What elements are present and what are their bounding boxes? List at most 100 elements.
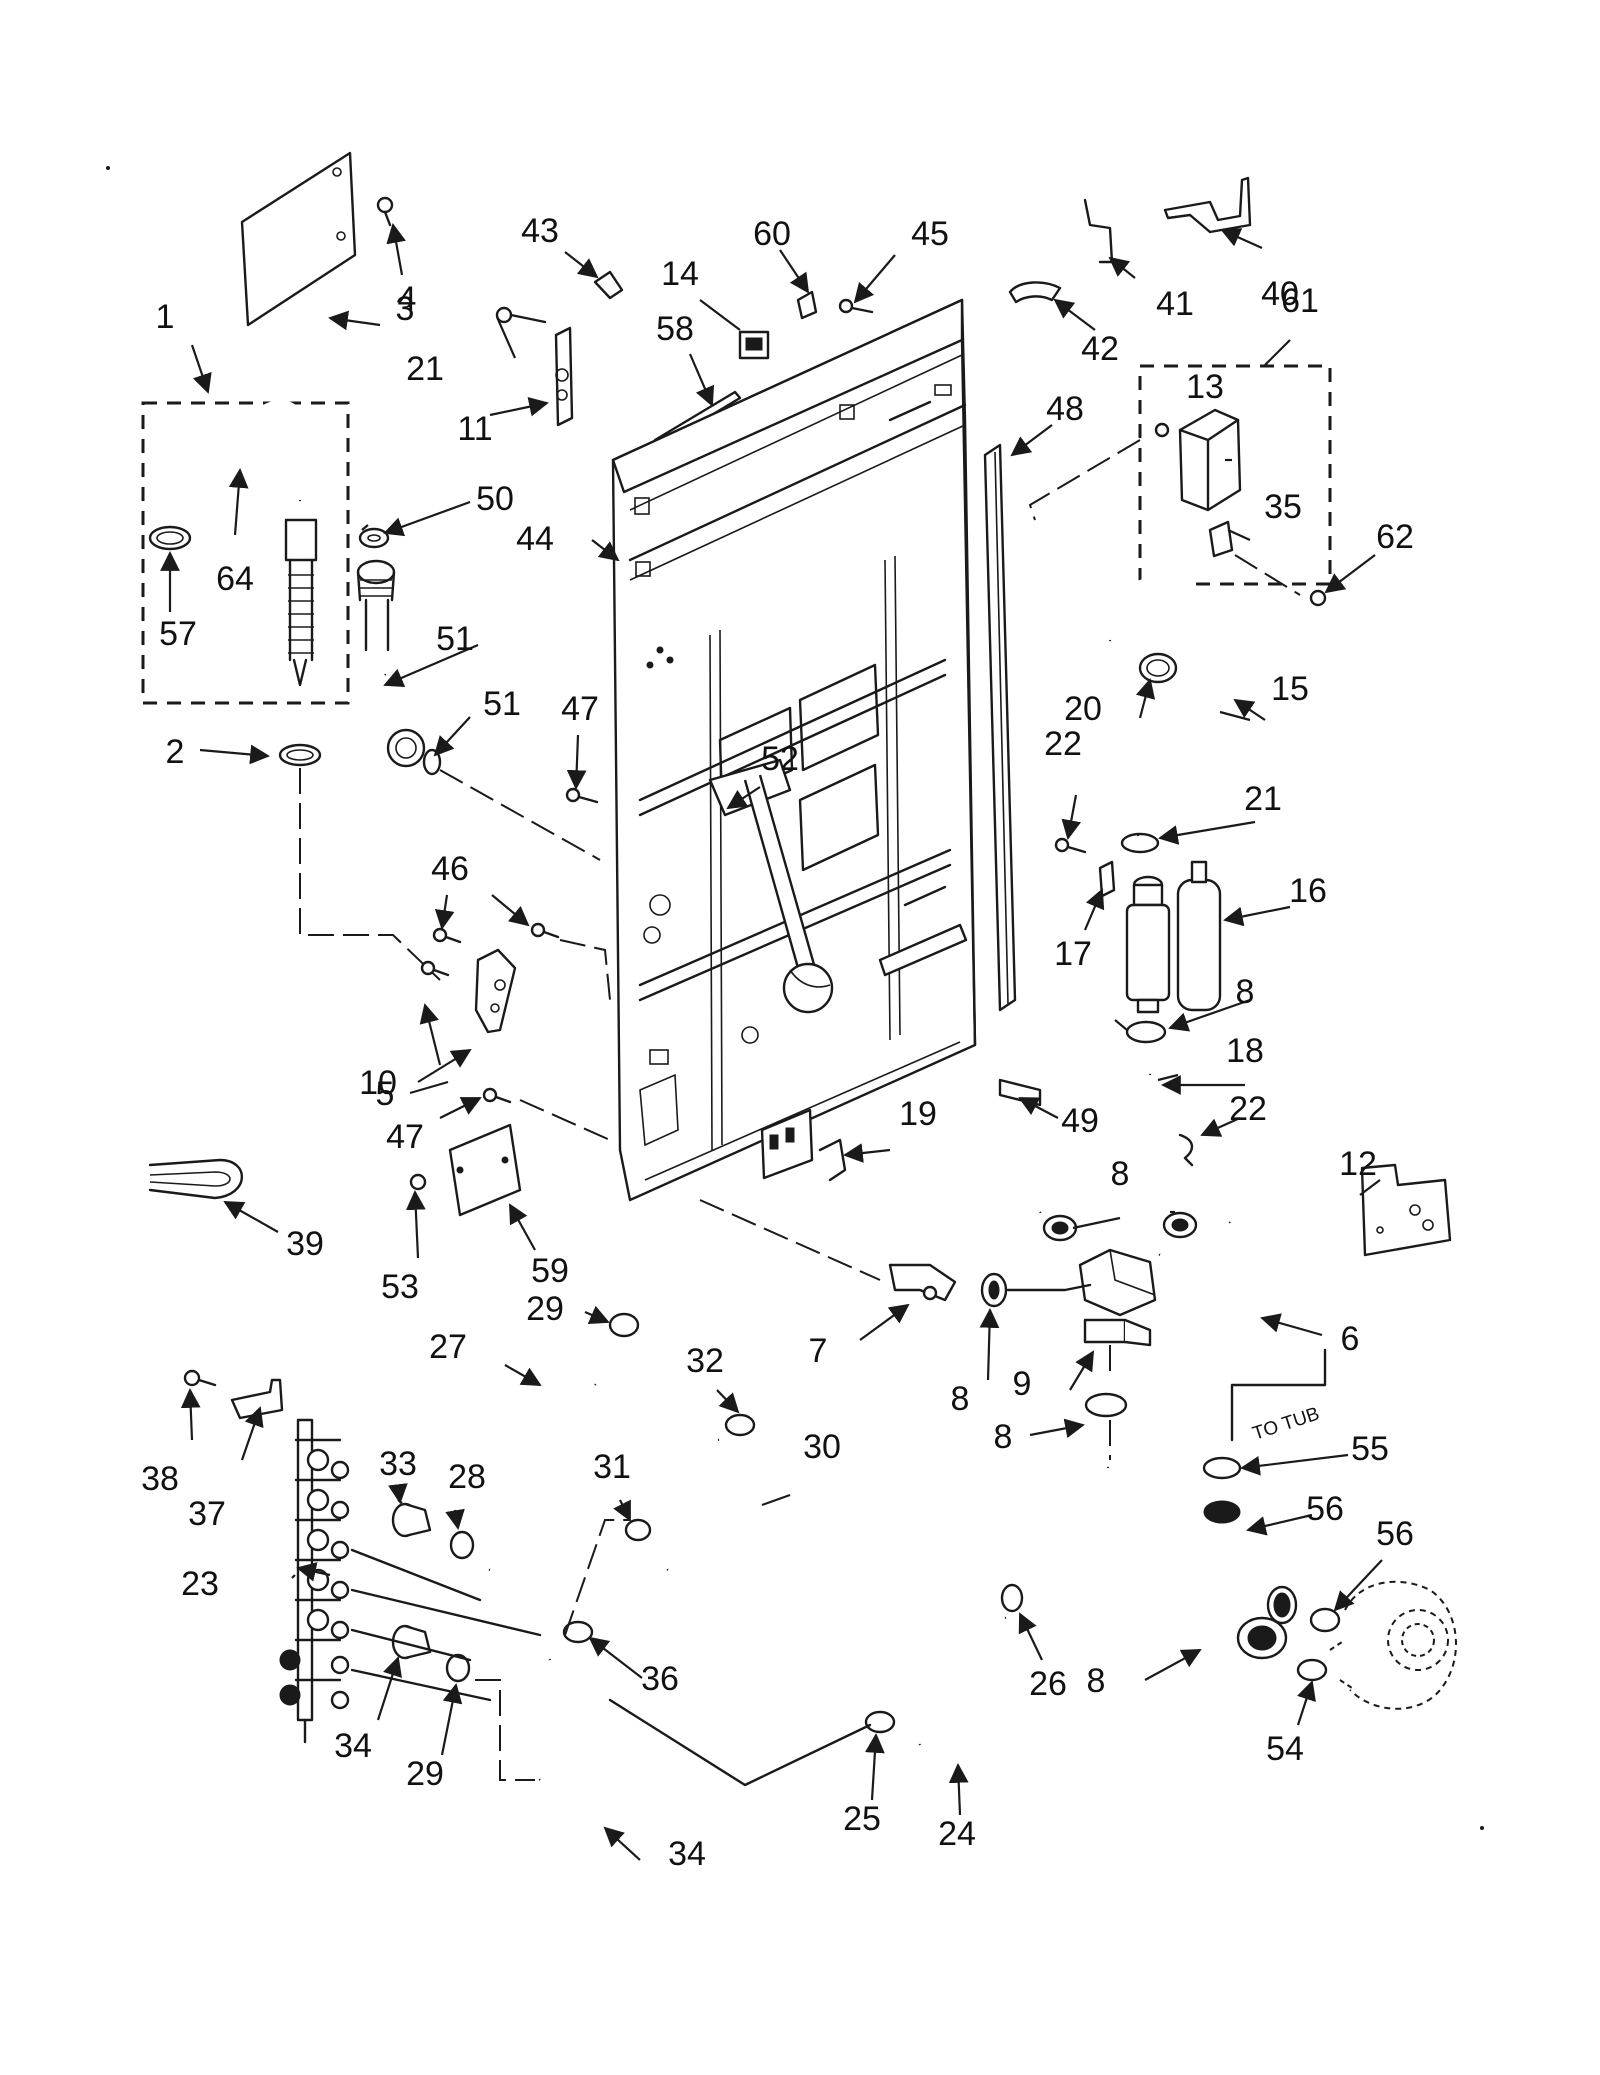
callout-label: 1 — [156, 298, 175, 336]
part-26-clamp — [864, 1710, 896, 1734]
part-8-clamp — [1162, 1211, 1198, 1239]
connector-line — [350, 1668, 492, 1702]
callout-label: 18 — [1226, 1032, 1264, 1070]
part-1-drain-hose-connector — [284, 518, 318, 687]
callout-label: 49 — [1061, 1102, 1099, 1140]
callout-label: 41 — [1156, 285, 1194, 323]
part-37-clamp — [562, 1620, 594, 1644]
part-64-screw — [1309, 589, 1327, 607]
callout-label: 9 — [1013, 1365, 1032, 1403]
callout-label: 30 — [803, 1428, 841, 1466]
part-27-clamp — [1000, 1583, 1024, 1613]
stray-dot — [1480, 1826, 1484, 1830]
part-20-terminal-block — [760, 1108, 847, 1182]
part-18-bracket — [1098, 860, 1116, 898]
callout-label: 11 — [457, 410, 492, 448]
callout-label: 8 — [951, 1380, 970, 1418]
connector-line — [1006, 1283, 1092, 1292]
callout-label: 4 — [398, 280, 417, 318]
callout-label: 24 — [938, 1815, 976, 1853]
callout-label: 6 — [1341, 1320, 1360, 1358]
part-30-clamp — [608, 1312, 640, 1338]
part-29-clamp — [449, 1530, 475, 1560]
part-60-cover — [448, 1123, 522, 1217]
part-12-hinge-bracket — [554, 326, 574, 427]
part-7-elbow — [888, 1263, 957, 1302]
callout-label: 2 — [166, 733, 185, 771]
callout-label: 36 — [641, 1660, 679, 1698]
callout-label: 22 — [1044, 725, 1082, 763]
callout-label: 47 — [561, 690, 599, 728]
leader-line — [559, 939, 611, 1001]
callout-label: 50 — [476, 480, 514, 518]
tub-line — [1230, 1348, 1327, 1442]
part-57-hose — [1203, 1500, 1298, 1625]
callout-label: 34 — [334, 1727, 372, 1765]
part-38-bracket — [230, 1378, 284, 1420]
part-29-clamp — [445, 1653, 471, 1683]
callout-label: 56 — [1376, 1515, 1414, 1553]
callout-label: 21 — [406, 350, 444, 388]
part-5-mount-bracket — [474, 948, 517, 1034]
part-34-nozzle — [391, 1502, 432, 1538]
callout-label: 35 — [1264, 488, 1302, 526]
part-47-screw — [530, 922, 560, 939]
part-61-clip — [796, 290, 818, 320]
callout-label: 16 — [1289, 872, 1327, 910]
callout-label: 14 — [661, 255, 699, 293]
part-33-clamp — [724, 1413, 756, 1437]
callout-label: 42 — [1081, 330, 1119, 368]
part-58-clamp — [148, 525, 192, 551]
part-52-connector — [356, 559, 426, 768]
part-22-screw — [495, 306, 547, 324]
part-8-clamp — [980, 1272, 1008, 1308]
part-48-screw — [565, 787, 599, 804]
part-44-clip — [593, 270, 624, 300]
part-40-wire-harness — [148, 1158, 244, 1200]
part-56-clamp — [1202, 1456, 1242, 1480]
connector-line — [608, 1698, 872, 1787]
callout-label: 45 — [911, 215, 949, 253]
callout-label: 58 — [656, 310, 694, 348]
part-3-cover-plate — [240, 151, 357, 327]
connector-line — [350, 1628, 472, 1662]
part-43-clip — [1008, 281, 1062, 304]
callout-label: 52 — [761, 740, 799, 778]
part-16-hose — [1097, 577, 1253, 837]
callout-label: 31 — [593, 1448, 631, 1486]
part-9-hose — [1096, 1466, 1288, 1660]
callout-label: 46 — [431, 850, 469, 888]
part-31-hose — [658, 1429, 757, 1589]
callout-label: 44 — [516, 520, 554, 558]
callout-label: 29 — [526, 1290, 564, 1328]
part-36-connector — [1208, 520, 1234, 558]
callout-label: 51 — [436, 620, 474, 658]
pump-outline — [1329, 1580, 1457, 1710]
part-6-hose — [1155, 1195, 1290, 1277]
callout-label: 8 — [1236, 973, 1255, 1011]
callout-label: 7 — [809, 1332, 828, 1370]
part-14-screw — [1154, 422, 1170, 438]
part-42-bracket — [1083, 198, 1114, 264]
callout-label: 19 — [899, 1095, 937, 1133]
part-15-switch — [738, 330, 770, 360]
callout-label: 39 — [286, 1225, 324, 1263]
connector-line — [350, 1548, 482, 1602]
leader-line — [699, 1199, 881, 1281]
callout-label: 28 — [448, 1458, 486, 1496]
part-49-side-channel — [983, 443, 1017, 1012]
part-50-clip — [998, 1078, 1042, 1107]
callout-label: 47 — [386, 1118, 424, 1156]
callout-label: 59 — [531, 1252, 569, 1290]
assembly-box-1 — [141, 401, 350, 705]
callout-label: 23 — [181, 1565, 219, 1603]
assembly-box-62 — [1138, 364, 1332, 586]
callout-label: 53 — [381, 1268, 419, 1306]
callout-label: 22 — [1229, 1090, 1267, 1128]
part-41-bracket — [1163, 176, 1252, 234]
part-8-clamp — [1084, 1392, 1128, 1418]
callout-label: 38 — [141, 1460, 179, 1498]
callout-labels: 1 2 3 4 5 6 7 8 8 8 8 8 9 10 11 12 13 14… — [141, 212, 1414, 1873]
callout-label: 51 — [483, 685, 521, 723]
part-11-screw — [420, 960, 450, 977]
